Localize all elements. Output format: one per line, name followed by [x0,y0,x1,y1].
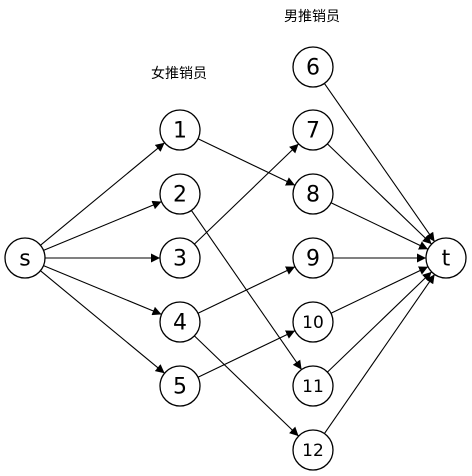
node-label-12: 12 [302,441,324,461]
node-label-6: 6 [306,56,320,81]
node-circle-4 [159,301,201,343]
node-circle-t [425,237,467,279]
edge-4-to-9 [197,266,296,314]
edge-12-to-t [323,274,436,434]
node-circle-7 [292,109,334,151]
edge-5-to-10 [197,330,296,378]
node-t: t [425,237,467,279]
edge-s-to-5 [40,270,165,374]
node-label-7: 7 [306,119,320,144]
edge-3-to-7 [194,143,299,245]
node-circle-1 [159,109,201,151]
node-circle-6 [292,46,334,88]
edge-6-to-t [323,83,436,242]
node-1: 1 [159,109,201,151]
node-label-5: 5 [173,375,187,400]
node-s: s [4,237,46,279]
edge-s-to-1 [40,142,165,246]
node-5: 5 [159,365,201,407]
node-label-10: 10 [302,313,324,333]
node-label-2: 2 [173,183,187,208]
node-circle-s [4,237,46,279]
edge-s-to-2 [43,200,162,251]
node-circle-10 [292,301,334,343]
edge-7-to-t [327,143,432,245]
edge-s-to-4 [43,265,162,316]
node-circle-9 [292,237,334,279]
node-label-3: 3 [173,247,187,272]
node-8: 8 [292,173,334,215]
node-circle-2 [159,173,201,215]
female-group-label: 女推销员 [151,65,207,82]
edge-10-to-t [330,266,429,314]
node-label-4: 4 [173,311,187,336]
node-circle-3 [159,237,201,279]
node-label-1: 1 [173,119,187,144]
node-circle-8 [292,173,334,215]
node-label-9: 9 [306,247,320,272]
node-3: 3 [159,237,201,279]
node-11: 11 [292,365,334,407]
edge-8-to-t [330,202,429,250]
node-circle-11 [292,365,334,407]
node-7: 7 [292,109,334,151]
node-6: 6 [292,46,334,88]
edge-layer [40,83,436,437]
edge-11-to-t [327,271,432,373]
node-circle-5 [159,365,201,407]
node-label-s: s [19,247,30,272]
edge-4-to-12 [194,335,299,437]
node-4: 4 [159,301,201,343]
node-9: 9 [292,237,334,279]
node-label-8: 8 [306,183,320,208]
node-2: 2 [159,173,201,215]
edge-1-to-8 [197,138,296,186]
male-group-label: 男推销员 [284,9,340,25]
node-circle-12 [292,429,334,471]
node-10: 10 [292,301,334,343]
node-label-t: t [442,247,451,272]
node-label-11: 11 [302,377,324,397]
node-12: 12 [292,429,334,471]
